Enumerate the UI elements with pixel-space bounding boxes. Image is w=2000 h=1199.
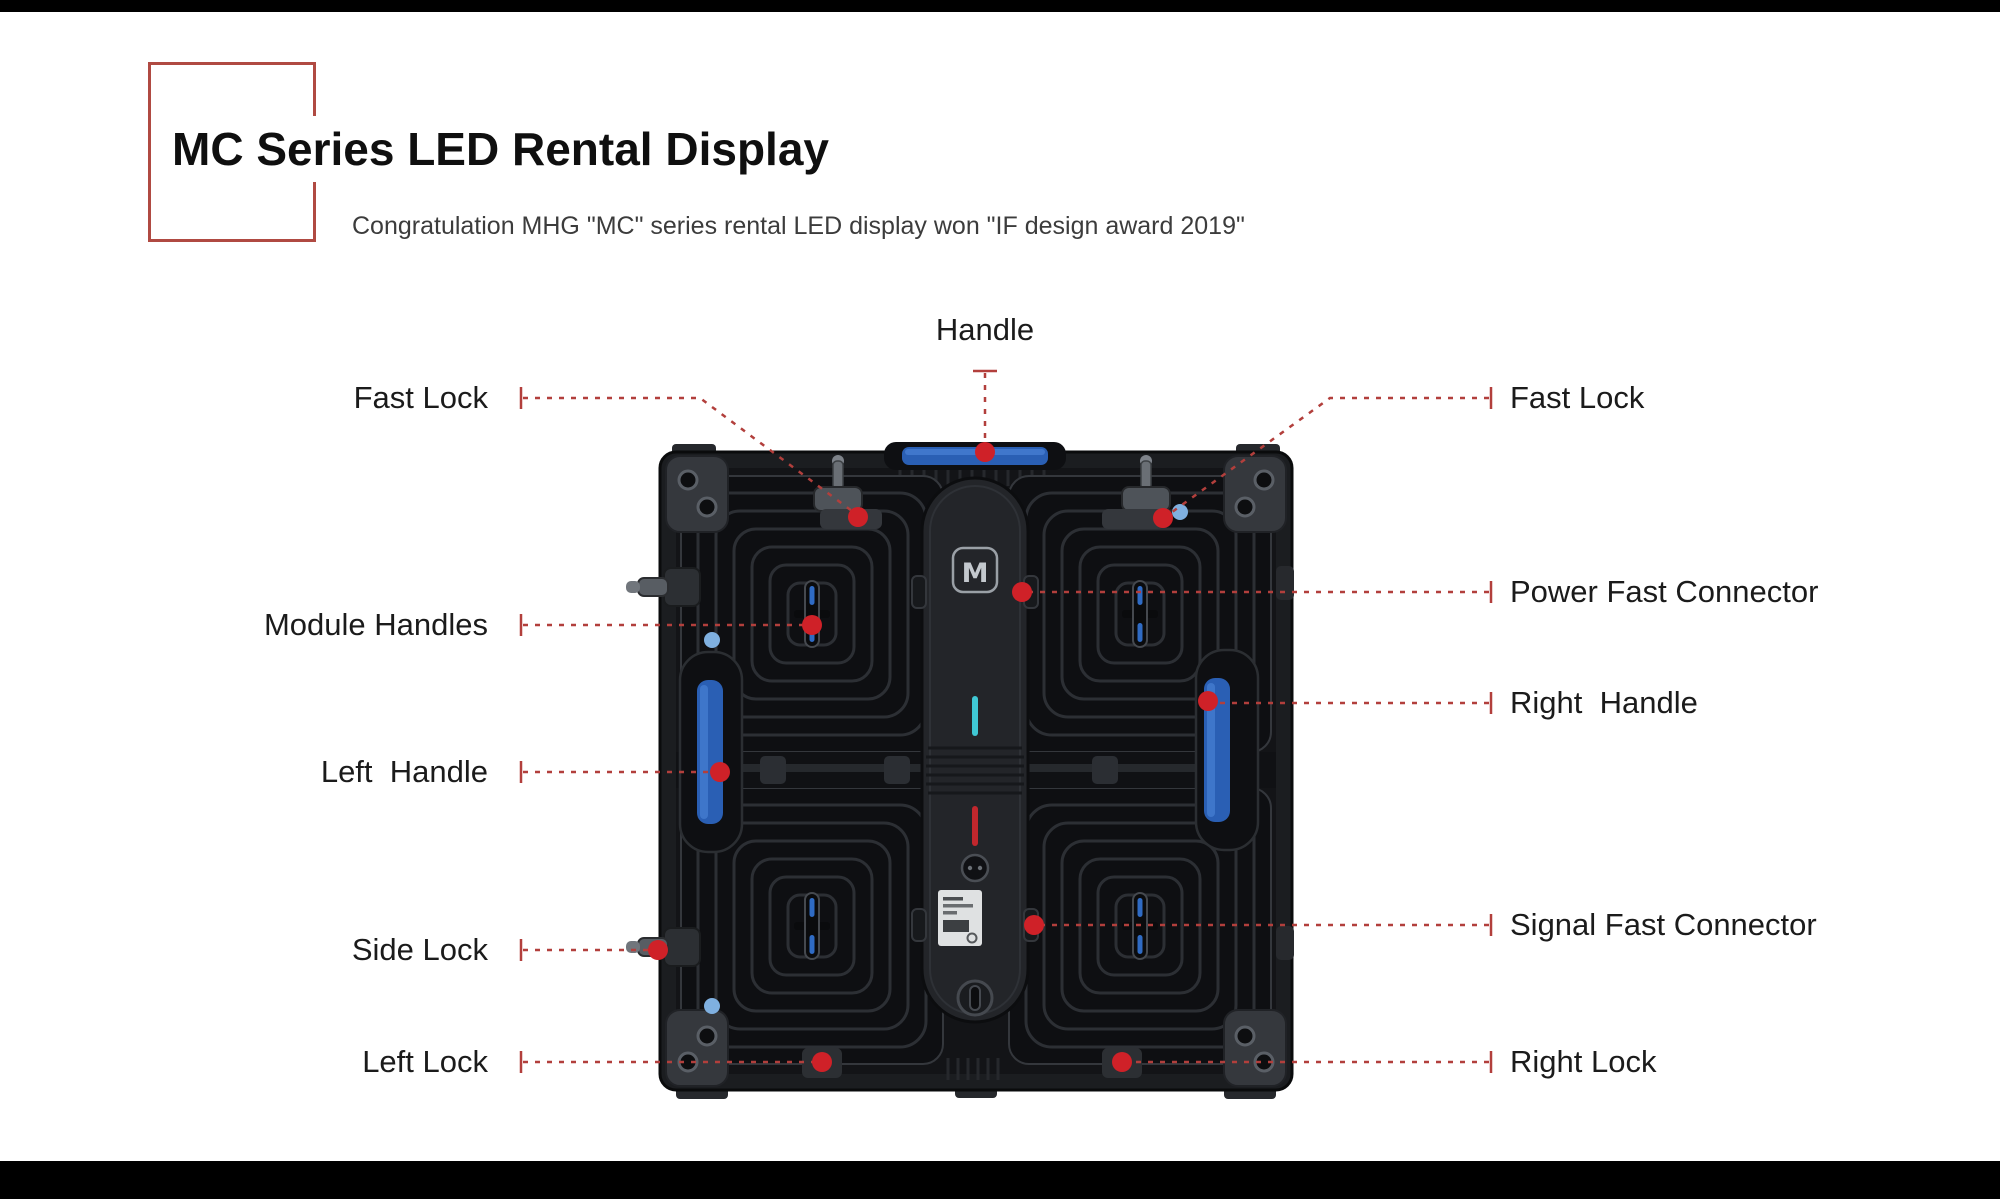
- side-handles: [678, 648, 1260, 854]
- callout-label-module-handles: Module Handles: [263, 607, 488, 642]
- center-column: M: [911, 476, 1039, 1024]
- page-subtitle: Congratulation MHG "MC" series rental LE…: [352, 212, 1245, 240]
- callout-label-fast-lock-left: Fast Lock: [353, 380, 488, 415]
- callout-label-left-handle: Left Handle: [320, 754, 488, 789]
- side-lock-pins: [626, 566, 1294, 967]
- brand-logo: M: [962, 558, 989, 589]
- spec-sticker: [938, 890, 982, 946]
- callout-label-power-fast-connector: Power Fast Connector: [1510, 574, 1819, 609]
- page-title: MC Series LED Rental Display: [170, 116, 843, 182]
- top-handle: [884, 442, 1066, 470]
- callout-label-right-lock: Right Lock: [1510, 1044, 1657, 1079]
- bottom-black-bar: [0, 1161, 2000, 1199]
- red-indicator: [972, 806, 978, 846]
- callout-dots: [648, 442, 1218, 1072]
- callout-label-right-handle: Right Handle: [1510, 685, 1698, 720]
- cyan-indicator: [972, 696, 978, 736]
- bottom-ridges: [946, 1058, 1000, 1080]
- callout-label-fast-lock-right: Fast Lock: [1510, 380, 1645, 415]
- callout-label-side-lock: Side Lock: [351, 932, 488, 967]
- callout-label-left-lock: Left Lock: [362, 1044, 488, 1079]
- callout-label-handle: Handle: [935, 312, 1035, 347]
- callout-label-signal-fast-connector: Signal Fast Connector: [1510, 907, 1817, 942]
- top-black-bar: [0, 0, 2000, 12]
- callout-lines: [519, 369, 1493, 1073]
